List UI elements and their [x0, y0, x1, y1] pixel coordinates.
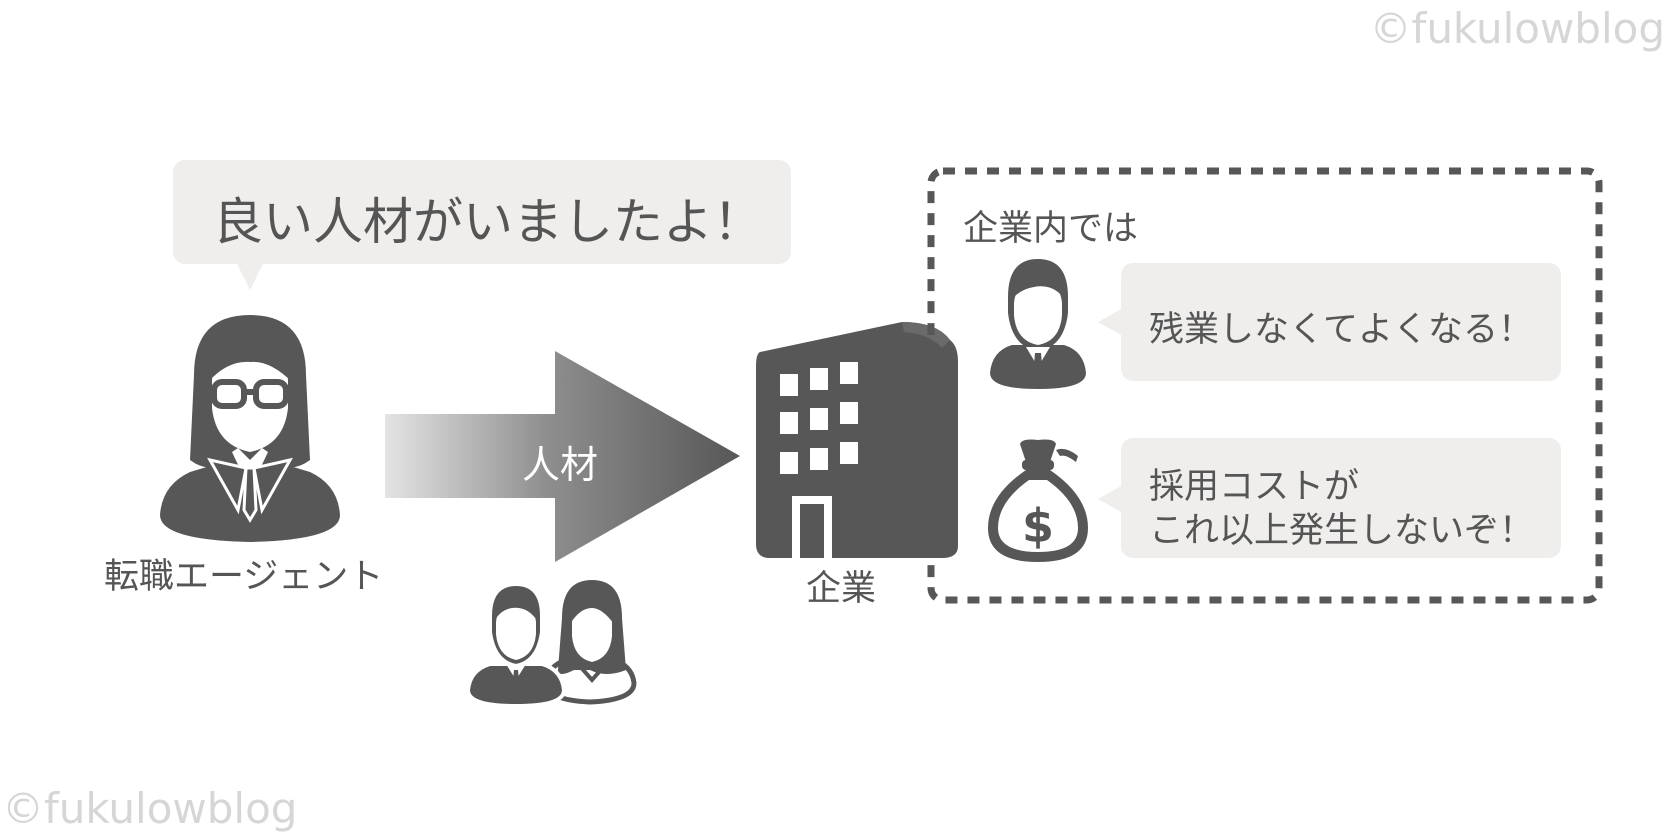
company-building-icon [756, 322, 958, 558]
inside-company-title: 企業内では [963, 209, 1139, 249]
agent-speech-bubble: 良い人材がいましたよ！ [173, 160, 791, 264]
agent-person-icon [160, 315, 340, 542]
watermark-bottom-left: ©fukulowblog [2, 784, 298, 833]
agent-bubble-tail [236, 262, 264, 290]
employee-person-icon [990, 259, 1086, 389]
employee-bubble-tail [1098, 308, 1123, 336]
cost-speech-line1: 採用コストが [1149, 467, 1360, 507]
talent-arrow [385, 351, 740, 562]
agent-label: 転職エージェント [104, 557, 384, 597]
cost-speech-line2: これ以上発生しないぞ！ [1149, 511, 1535, 551]
arrow-label: 人材 [522, 443, 599, 487]
cost-speech-bubble: 採用コストが これ以上発生しないぞ！ [1121, 438, 1561, 558]
dollar-symbol: $ [1022, 499, 1054, 553]
employee-speech-bubble: 残業しなくてよくなる！ [1121, 263, 1561, 381]
watermark-top-right: ©fukulowblog [1369, 4, 1665, 53]
money-bag-icon: $ [988, 439, 1088, 562]
employee-speech-text: 残業しなくてよくなる！ [1149, 310, 1533, 350]
inside-company-frame [927, 167, 1603, 604]
company-label: 企業 [806, 569, 877, 609]
talent-people-icon [465, 580, 637, 709]
cost-bubble-tail [1098, 485, 1123, 513]
agent-speech-text: 良い人材がいましたよ！ [213, 193, 763, 251]
